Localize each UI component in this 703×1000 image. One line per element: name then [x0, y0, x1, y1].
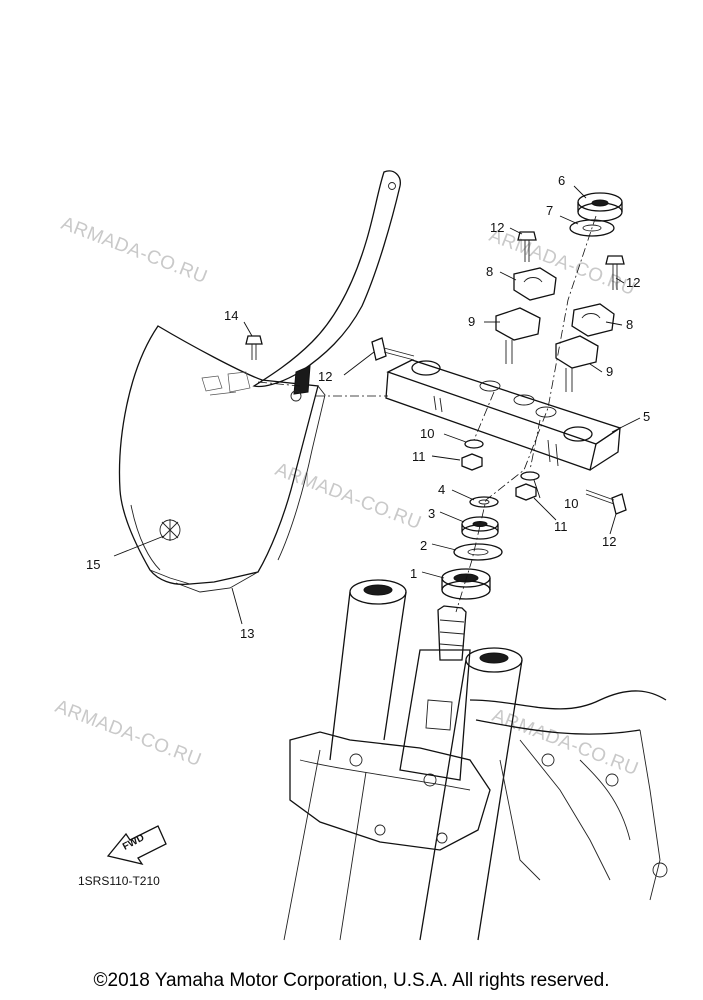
callout-12-left: 12	[318, 369, 332, 384]
watermark-2: ARMADA-CO.RU	[486, 225, 638, 300]
callout-7: 7	[546, 203, 553, 218]
watermark-1: ARMADA-CO.RU	[58, 213, 210, 288]
watermark-5: ARMADA-CO.RU	[489, 705, 641, 780]
callout-15: 15	[86, 557, 100, 572]
callout-10-right: 10	[564, 496, 578, 511]
washers-and-nuts	[461, 439, 540, 501]
drawing-code: 1SRS110-T210	[78, 874, 160, 888]
callout-6: 6	[558, 173, 565, 188]
callout-2: 2	[420, 538, 427, 553]
fork-and-frame	[283, 579, 668, 941]
callout-5: 5	[643, 409, 650, 424]
copyright-notice: ©2018 Yamaha Motor Corporation, U.S.A. A…	[93, 970, 610, 991]
bolt-14	[245, 335, 263, 360]
callout-1: 1	[410, 566, 417, 581]
callout-12-right: 12	[602, 534, 616, 549]
callout-10-left: 10	[420, 426, 434, 441]
number-plate	[118, 170, 401, 593]
watermark-3: ARMADA-CO.RU	[272, 459, 424, 534]
assembly-axis-lines	[257, 215, 597, 613]
callout-11-left: 11	[412, 449, 426, 464]
watermarks: ARMADA-CO.RU ARMADA-CO.RU ARMADA-CO.RU A…	[52, 213, 641, 780]
callout-12-top-right: 12	[626, 275, 640, 290]
top-nut-and-washer	[569, 192, 623, 237]
callouts: 6 7 12 8 12 9 8 9 12 14 5 10 11 10 11 12…	[86, 173, 650, 641]
watermark-4: ARMADA-CO.RU	[52, 696, 204, 771]
steering-stem-parts	[441, 496, 503, 600]
fwd-arrow-icon	[106, 825, 167, 866]
handlebar-holders	[371, 231, 627, 515]
callout-3: 3	[428, 506, 435, 521]
callout-8-right: 8	[626, 317, 633, 332]
callout-8-left: 8	[486, 264, 493, 279]
callout-12-top-left: 12	[490, 220, 504, 235]
callout-13: 13	[240, 626, 254, 641]
leader-lines	[113, 185, 641, 625]
callout-9-right: 9	[606, 364, 613, 379]
callout-9-left: 9	[468, 314, 475, 329]
callout-4: 4	[438, 482, 445, 497]
callout-14: 14	[224, 308, 238, 323]
callout-11-right: 11	[554, 519, 568, 534]
